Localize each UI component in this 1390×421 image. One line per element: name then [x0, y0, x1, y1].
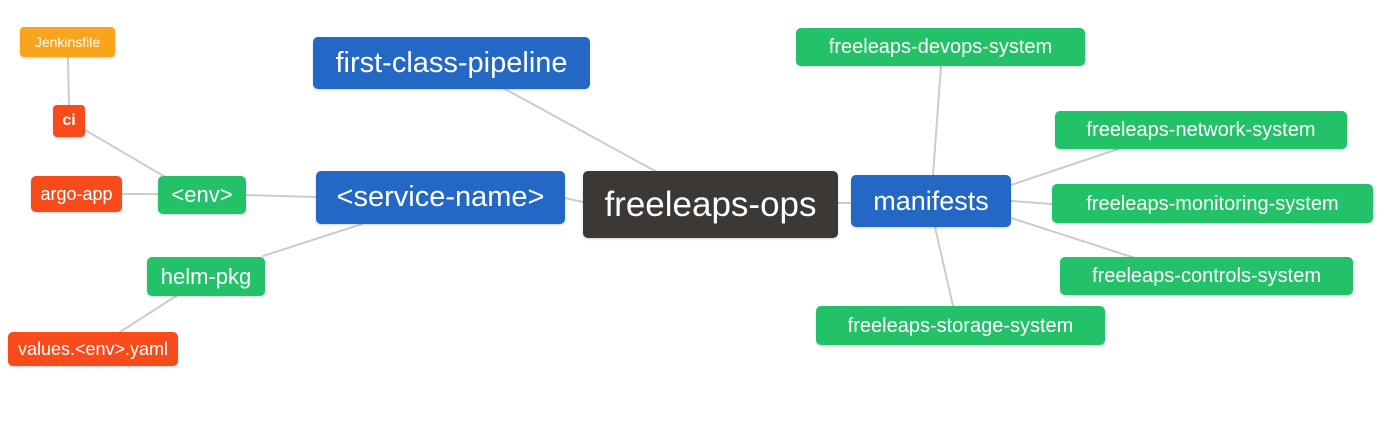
edge-manifests-devops-system [932, 65, 942, 176]
node-helm-pkg[interactable]: helm-pkg [147, 257, 265, 296]
node-values-env-yaml[interactable]: values.<env>.yaml [8, 332, 178, 366]
edge-first-class-pipeline-freeleaps-ops [504, 88, 656, 172]
edge-manifests-storage-system [934, 226, 954, 307]
edge-manifests-controls-system [1010, 217, 1136, 259]
node-freeleaps-monitoring-system[interactable]: freeleaps-monitoring-system [1052, 184, 1373, 223]
node-env[interactable]: <env> [158, 176, 246, 214]
node-first-class-pipeline[interactable]: first-class-pipeline [313, 37, 590, 89]
node-freeleaps-storage-system[interactable]: freeleaps-storage-system [816, 306, 1105, 345]
node-argo-app[interactable]: argo-app [31, 176, 122, 212]
node-service-name[interactable]: <service-name> [316, 171, 565, 224]
edge-values-helm-pkg [119, 295, 177, 333]
node-jenkinsfile[interactable]: Jenkinsfile [20, 27, 115, 57]
node-freeleaps-network-system[interactable]: freeleaps-network-system [1055, 111, 1347, 149]
edge-service-name-freeleaps-ops [564, 197, 584, 203]
node-freeleaps-ops-root[interactable]: freeleaps-ops [583, 171, 838, 238]
edge-jenkinsfile-ci [67, 56, 70, 106]
node-freeleaps-controls-system[interactable]: freeleaps-controls-system [1060, 257, 1353, 295]
node-freeleaps-devops-system[interactable]: freeleaps-devops-system [796, 28, 1085, 66]
edge-manifests-monitoring-system [1010, 200, 1053, 205]
edge-ci-env [84, 129, 168, 179]
edge-manifests-network-system [1010, 148, 1119, 186]
node-manifests[interactable]: manifests [851, 175, 1011, 227]
edge-env-service-name [245, 194, 317, 198]
node-ci[interactable]: ci [53, 105, 85, 137]
edge-helm-pkg-service-name [262, 223, 363, 257]
